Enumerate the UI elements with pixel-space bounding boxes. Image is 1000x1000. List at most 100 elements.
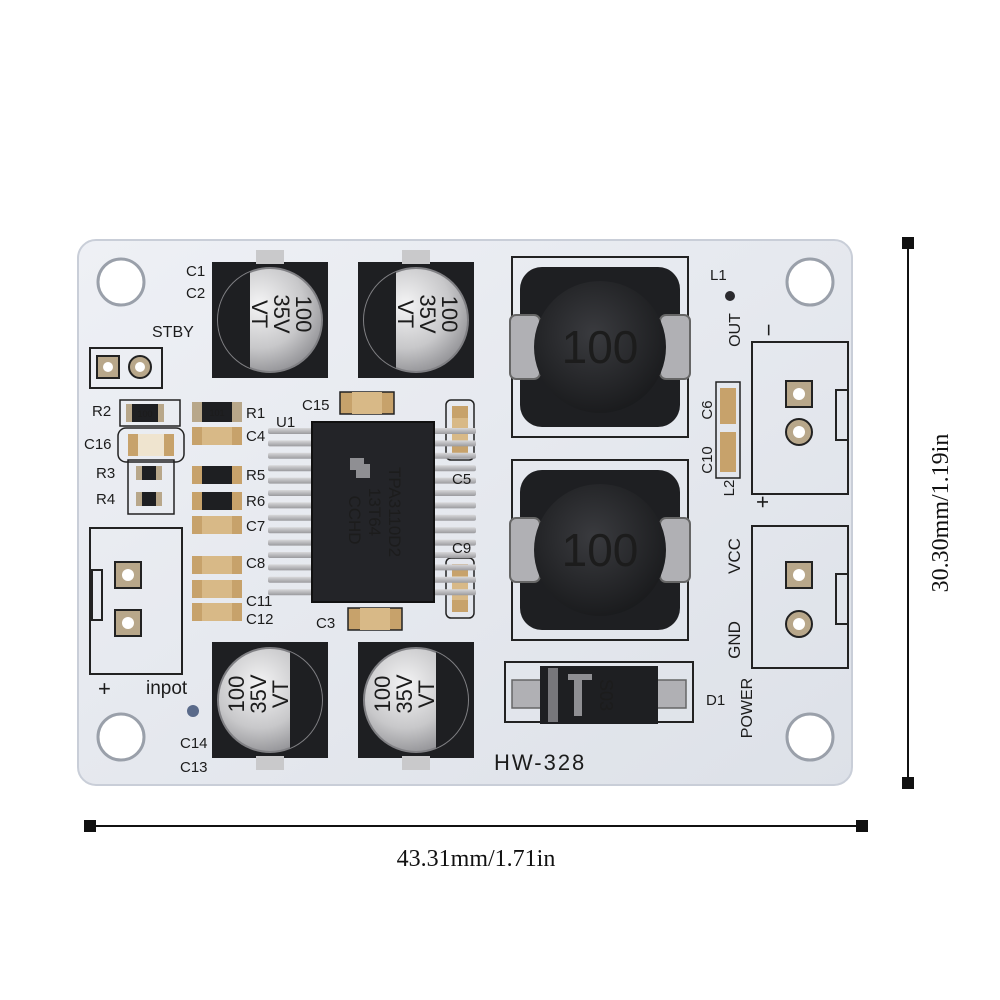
chip-lot-code: 13T64 <box>365 488 384 536</box>
svg-text:100: 100 <box>370 676 395 713</box>
chip-pin <box>268 527 314 534</box>
label-c9: C9 <box>452 540 471 557</box>
chip-pin <box>432 502 476 509</box>
svg-text:100: 100 <box>562 321 639 373</box>
label-c6: C6 <box>699 400 716 419</box>
label-c13: C13 <box>180 759 208 776</box>
board-model-label: HW-328 <box>494 750 586 775</box>
chip-pin <box>432 589 476 596</box>
chip-pin <box>432 477 476 484</box>
label-c3: C3 <box>316 615 335 632</box>
svg-text:VT: VT <box>247 300 272 328</box>
chip-pin <box>432 564 476 571</box>
chip-pin <box>432 428 476 434</box>
smd-components-center: 101 <box>192 381 741 631</box>
chip-pin <box>268 576 314 583</box>
label-c7: C7 <box>246 518 265 535</box>
label-power: POWER <box>739 678 756 738</box>
chip-pin <box>268 502 314 509</box>
chip-pin <box>432 539 476 546</box>
label-out: OUT <box>727 313 744 347</box>
label-l1: L1 <box>710 267 727 284</box>
chip-pin <box>432 527 476 534</box>
label-out-plus: + <box>750 496 775 509</box>
label-gnd: GND <box>725 621 744 659</box>
ti-logo-icon <box>350 458 370 478</box>
mounting-holes <box>96 257 835 762</box>
smd-r2-label: 100 <box>137 409 152 419</box>
label-l2: L2 <box>721 480 738 497</box>
label-u1: U1 <box>276 414 295 431</box>
label-d1: D1 <box>706 692 725 709</box>
label-r4: R4 <box>96 491 115 508</box>
svg-text:VT: VT <box>268 680 293 708</box>
chip-pin <box>432 440 476 447</box>
svg-text:100: 100 <box>224 676 249 713</box>
output-terminal <box>751 341 849 495</box>
label-r1: R1 <box>246 405 265 422</box>
mounting-hole-bottom-left <box>96 712 146 762</box>
chip-pin <box>268 552 314 558</box>
silkscreen-labels: C1 C2 STBY R2 R1 U1 C15 C4 C16 R3 R4 R5 … <box>84 263 781 776</box>
mounting-hole-top-right <box>785 257 835 307</box>
label-c15: C15 <box>302 397 330 414</box>
label-vcc: VCC <box>725 538 744 574</box>
svg-text:100: 100 <box>291 296 316 333</box>
label-c10: C10 <box>699 446 716 474</box>
label-c4: C4 <box>246 428 265 445</box>
label-c12: C12 <box>246 611 274 628</box>
chip-pin <box>432 465 476 472</box>
diode-d1: S03 <box>511 666 687 724</box>
svg-text:S03: S03 <box>596 679 616 711</box>
label-stby: STBY <box>152 324 194 341</box>
svg-text:VT: VT <box>393 300 418 328</box>
width-dimension-label: 43.31mm/1.71in <box>397 846 556 872</box>
chip-pin <box>268 440 314 447</box>
label-c1: C1 <box>186 263 205 280</box>
height-dimension-label: 30.30mm/1.19in <box>928 434 954 593</box>
chip-part-number: TPA3110D2 <box>385 467 404 557</box>
capacitor-c1: 100 35V VT <box>212 250 328 378</box>
mounting-hole-top-left <box>96 257 146 307</box>
label-inpot: inpot <box>146 678 188 699</box>
svg-text:100: 100 <box>437 296 462 333</box>
label-out-minus: − <box>756 324 781 337</box>
input-terminal <box>89 527 183 675</box>
label-c5: C5 <box>452 471 471 488</box>
smd-components-left: 100 <box>117 399 185 515</box>
svg-text:100: 100 <box>562 524 639 576</box>
chip-pin <box>432 576 476 583</box>
chip-pin <box>268 514 314 521</box>
chip-pin <box>268 428 314 434</box>
chip-pin <box>268 589 314 596</box>
chip-pin <box>268 452 314 459</box>
amplifier-chip: TPA3110D2 13T64 CCHD <box>268 421 476 603</box>
chip-pin <box>432 490 476 496</box>
label-r2: R2 <box>92 403 111 420</box>
width-dimension: 43.31mm/1.71in <box>84 820 868 872</box>
height-dimension: 30.30mm/1.19in <box>902 237 954 789</box>
svg-text:35V: 35V <box>246 674 271 713</box>
svg-text:35V: 35V <box>392 674 417 713</box>
chip-pin <box>268 477 314 484</box>
label-c8: C8 <box>246 555 265 572</box>
chip-pin <box>268 564 314 571</box>
svg-text:35V: 35V <box>415 294 440 333</box>
smd-r1-label: 101 <box>209 408 224 418</box>
capacitor-c2: 100 35V VT <box>358 250 474 378</box>
label-r5: R5 <box>246 467 265 484</box>
chip-pin <box>268 539 314 546</box>
capacitor-c13: 100 35V VT <box>358 642 474 770</box>
mounting-hole-bottom-right <box>785 712 835 762</box>
capacitor-c14: 100 35V VT <box>212 642 328 770</box>
chip-pin <box>268 490 314 496</box>
chip-pin <box>268 465 314 472</box>
chip-date-code: CCHD <box>345 495 364 544</box>
label-r3: R3 <box>96 465 115 482</box>
label-c14: C14 <box>180 735 208 752</box>
label-input-plus: + <box>98 676 111 701</box>
svg-text:35V: 35V <box>269 294 294 333</box>
label-c11: C11 <box>246 593 272 610</box>
label-c2: C2 <box>186 285 205 302</box>
